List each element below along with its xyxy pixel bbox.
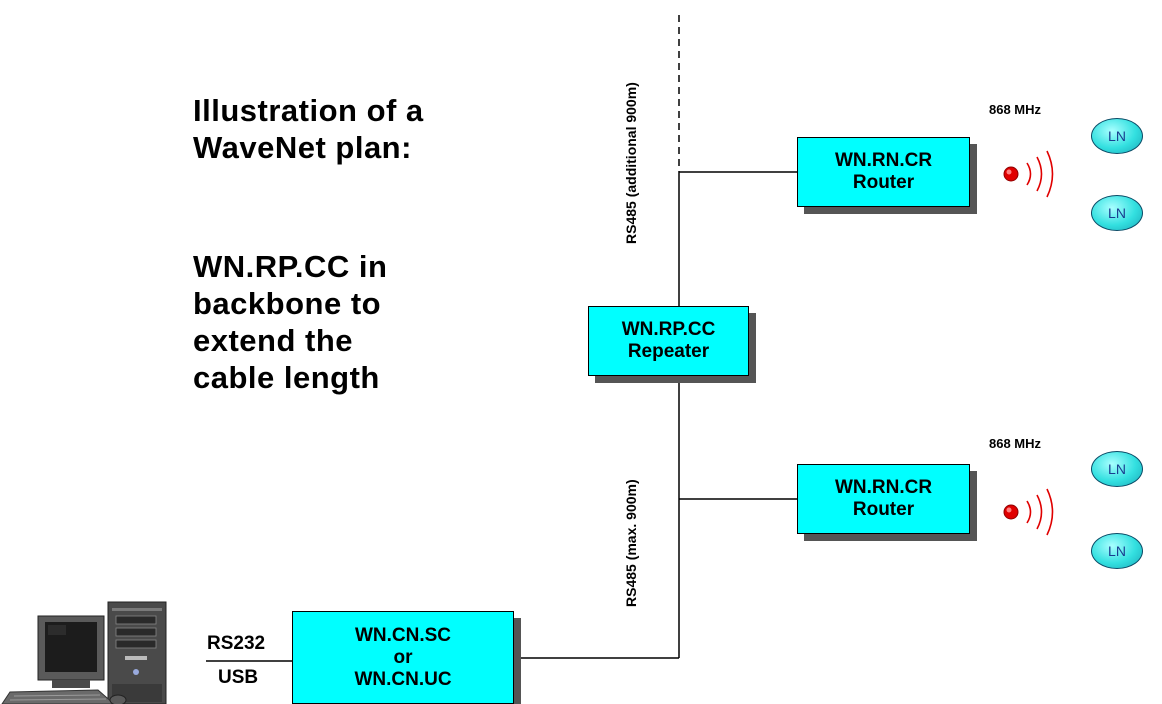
bus-label-bottom: RS485 (max. 900m) [623, 479, 639, 607]
pc-link-label-usb: USB [218, 667, 259, 688]
router-role: Router [852, 499, 915, 520]
radio-wave-icon [1003, 150, 1054, 198]
router-node-bottom: WN.RN.CR Router [797, 464, 970, 534]
repeater-node: WN.RP.CC Repeater [588, 306, 749, 376]
subtitle-line: WN.RP.CC in [193, 249, 388, 284]
radio-wave-icon [1003, 488, 1054, 536]
controller-node: WN.CN.SC or WN.CN.UC [292, 611, 514, 704]
router-role: Router [852, 172, 915, 193]
leaf-node: LN [1091, 451, 1143, 487]
leaf-node: LN [1091, 533, 1143, 569]
router-node-top: WN.RN.CR Router [797, 137, 970, 207]
frequency-label-bottom: 868 MHz [989, 436, 1042, 451]
leaf-node: LN [1091, 118, 1143, 154]
repeater-role: Repeater [627, 341, 710, 362]
diagram-subtitle: WN.RP.CC in backbone to extend the cable… [193, 248, 387, 396]
title-line: Illustration of a [193, 93, 424, 128]
subtitle-line: backbone to [193, 286, 382, 321]
controller-or: or [393, 646, 413, 668]
controller-model-serial: WN.CN.SC [354, 624, 452, 646]
desktop-computer-icon [1, 601, 167, 704]
bus-label-top: RS485 (additional 900m) [623, 82, 639, 244]
router-model: WN.RN.CR [834, 150, 933, 171]
subtitle-line: cable length [193, 360, 380, 395]
router-model: WN.RN.CR [834, 477, 933, 498]
controller-model-usb: WN.CN.UC [354, 668, 452, 690]
frequency-label-top: 868 MHz [989, 102, 1042, 117]
diagram-title: Illustration of a WaveNet plan: [193, 92, 424, 166]
subtitle-line: extend the [193, 323, 354, 358]
leaf-node: LN [1091, 195, 1143, 231]
pc-link-label-rs232: RS232 [207, 633, 266, 654]
repeater-model: WN.RP.CC [621, 319, 716, 340]
title-line: WaveNet plan: [193, 130, 412, 165]
